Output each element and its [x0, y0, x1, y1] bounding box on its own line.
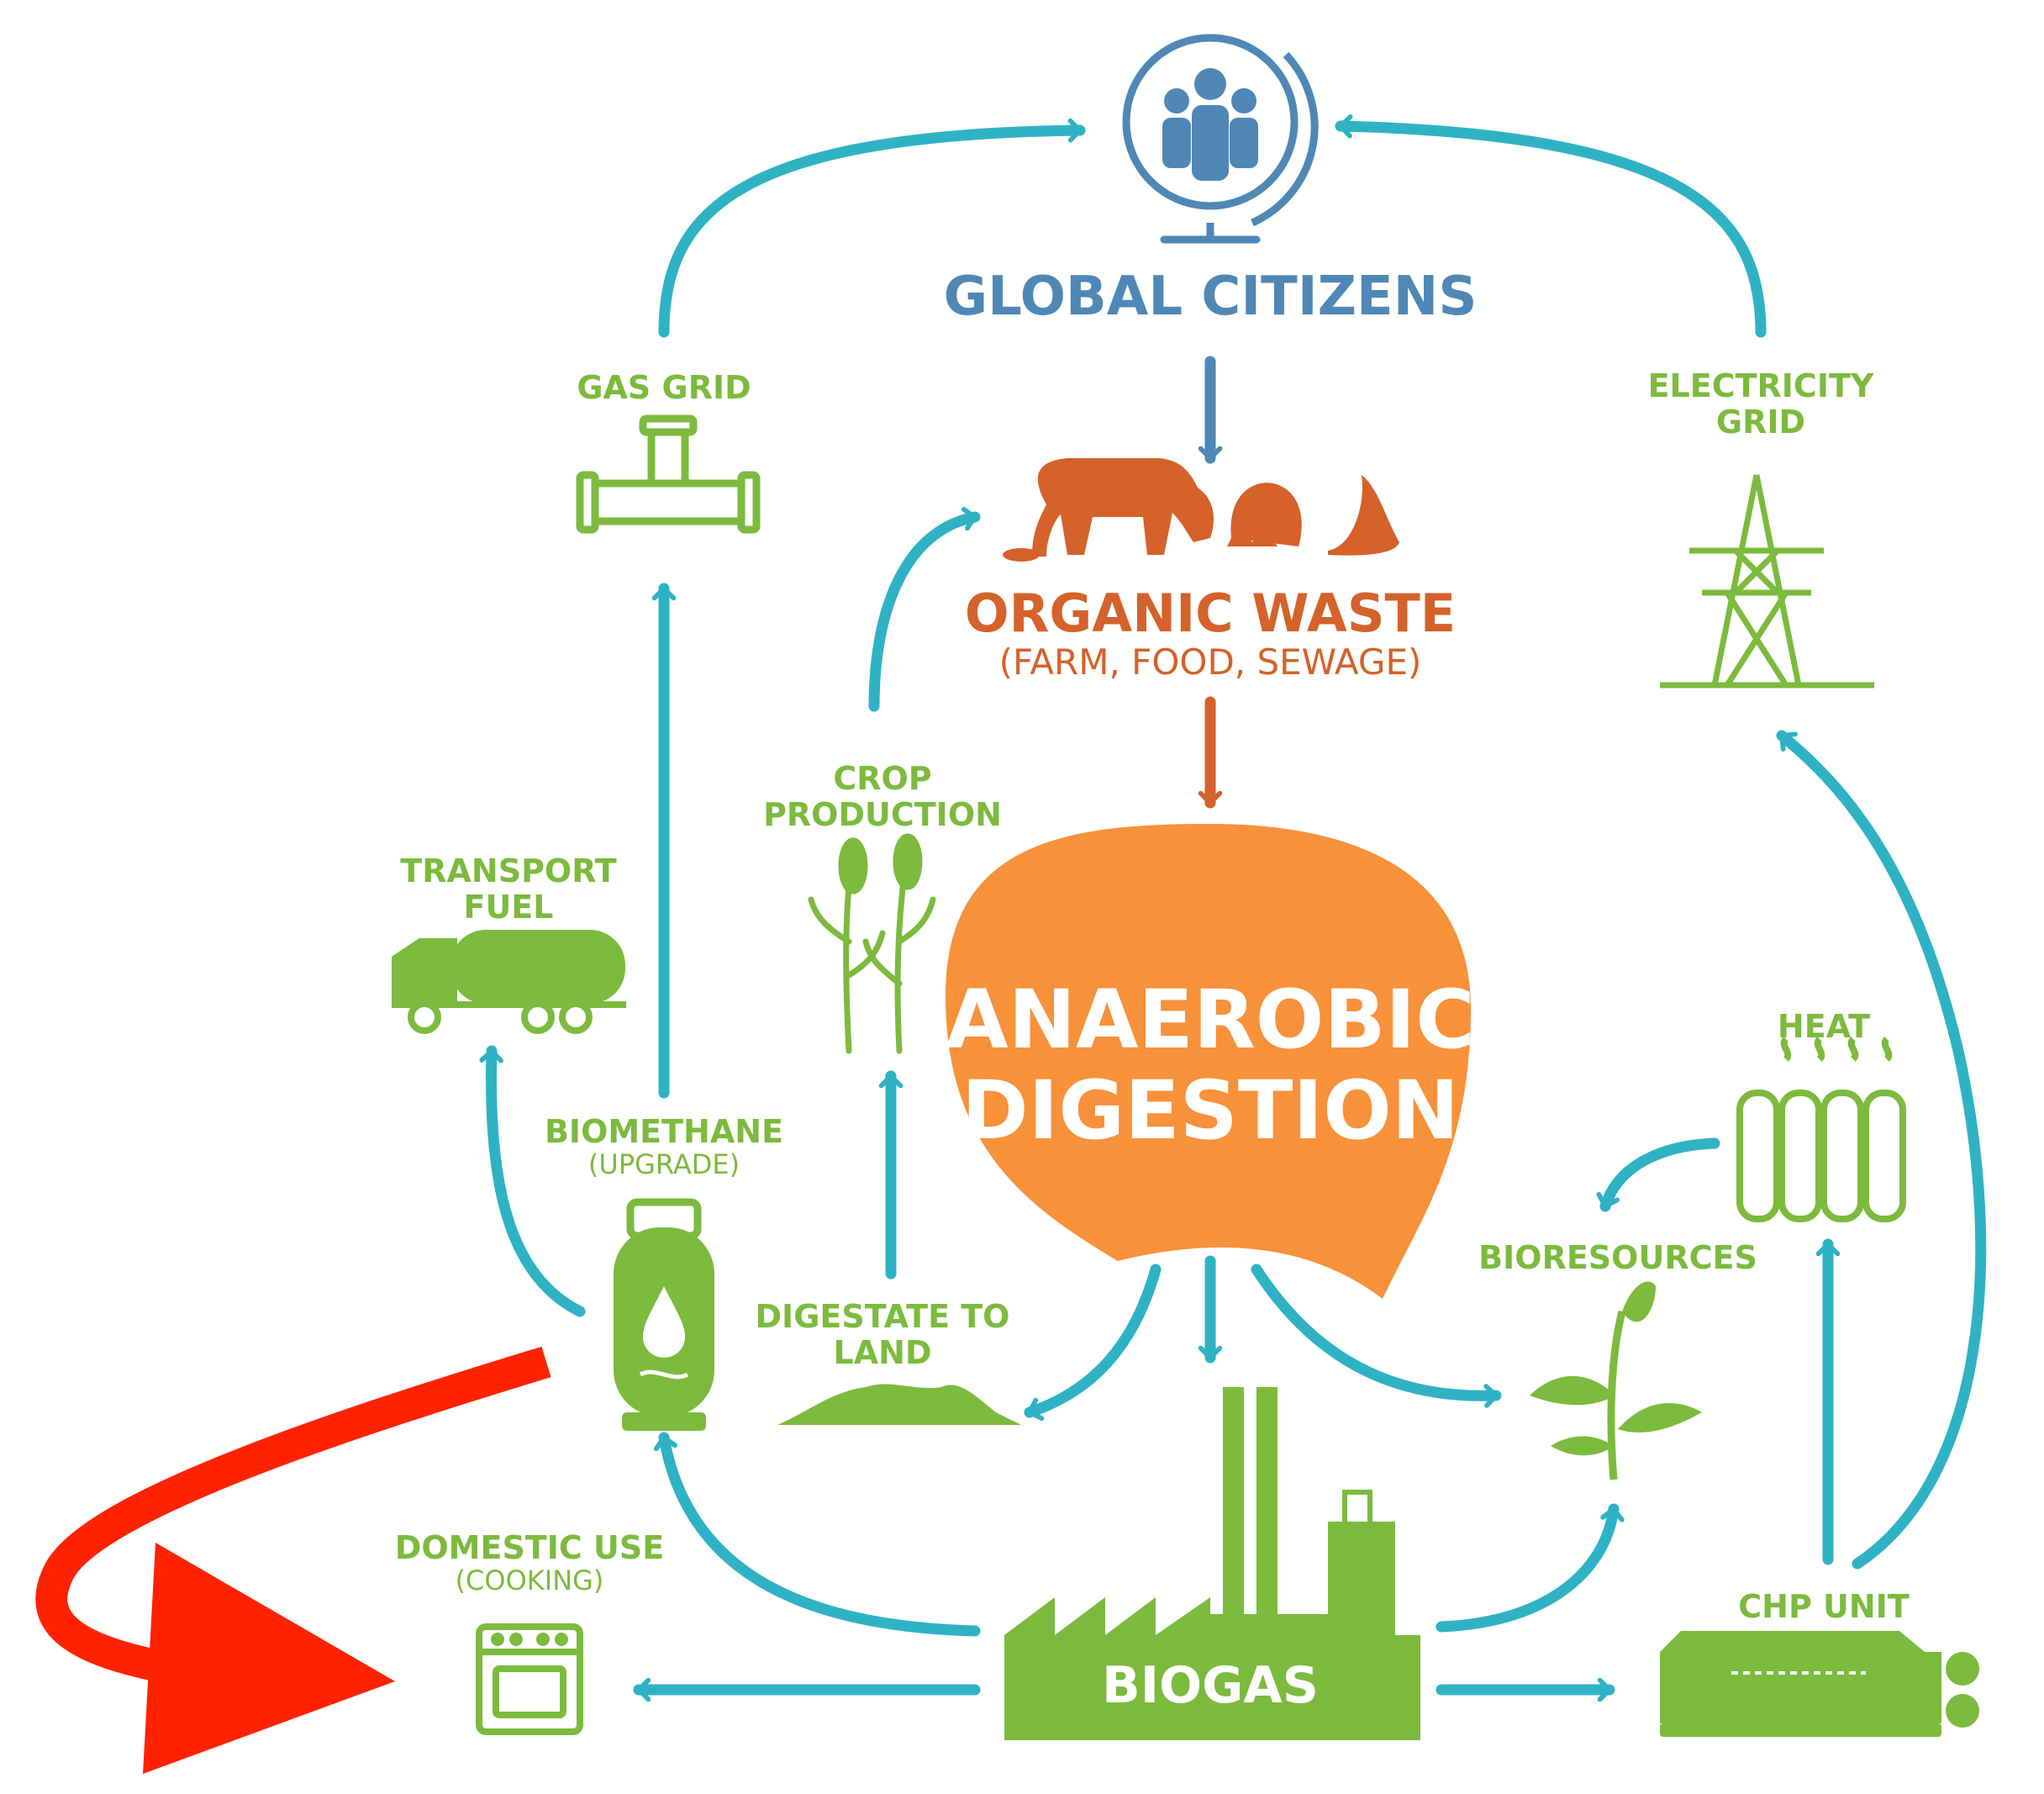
truck-icon: [392, 930, 626, 1034]
electricity-grid-label: ELECTRICITY GRID: [1648, 368, 1874, 440]
factory-icon: [1004, 1387, 1420, 1740]
arrow-electricity-to-citizens: [1335, 113, 1767, 338]
cow-icon: [1003, 458, 1214, 562]
transport-line2: FUEL: [463, 888, 554, 926]
domestic-subtitle: (COOKING): [455, 1564, 604, 1596]
arrow-biogas-to-bioresources: [1436, 1503, 1625, 1633]
biomethane-label: BIOMETHANE (UPGRADE): [545, 1114, 783, 1179]
plant-icon: [808, 833, 936, 1054]
arrow-chp-to-electricity: [1776, 730, 1987, 1570]
organic-waste-label: ORGANIC WASTE (FARM, FOOD, SEWAGE): [964, 583, 1457, 683]
generator-icon: [1660, 1631, 1979, 1737]
highlight-arrow: [35, 1346, 551, 1774]
electricity-line1: ELECTRICITY: [1647, 367, 1874, 404]
crop-line2: PRODUCTION: [763, 795, 1002, 833]
crop-line1: CROP: [833, 760, 932, 797]
soil-mound-icon: [777, 1384, 1021, 1425]
anaerobic-digestion-label: ANAEROBIC DIGESTION: [946, 973, 1475, 1158]
arrow-heat-to-bioresources: [1596, 1137, 1720, 1212]
eggshell-icon: [1227, 483, 1302, 546]
bioresources-label: BIORESOURCES: [1478, 1239, 1757, 1276]
organic-waste-title: ORGANIC WASTE: [964, 583, 1457, 644]
biomethane-subtitle: (UPGRADE): [587, 1148, 740, 1180]
arrow-biogas-to-biomethane: [653, 1432, 981, 1637]
domestic-use-label: DOMESTIC USE (COOKING): [395, 1530, 664, 1596]
arrow-gasgrid-to-citizens: [658, 118, 1086, 338]
anaerobic-digestion-blob: [946, 824, 1471, 1299]
electricity-line2: GRID: [1715, 403, 1806, 441]
digestate-label: DIGESTATE TO LAND: [756, 1299, 1010, 1370]
transport-line1: TRANSPORT: [400, 852, 617, 889]
gas-cylinder-icon: [614, 1198, 714, 1431]
arrow-crop-to-waste: [868, 507, 981, 712]
organic-waste-subtitle: (FARM, FOOD, SEWAGE): [998, 641, 1422, 683]
stove-icon: [476, 1623, 583, 1735]
pylon-icon: [1660, 474, 1874, 689]
pipe-icon: [576, 414, 761, 534]
heat-label: HEAT: [1777, 1008, 1871, 1045]
radiator-icon: [1736, 1037, 1906, 1222]
sprout-icon: [1530, 1281, 1702, 1480]
crop-production-label: CROP PRODUCTION: [763, 761, 1002, 832]
biomethane-title: BIOMETHANE: [544, 1113, 784, 1150]
domestic-title: DOMESTIC USE: [394, 1529, 665, 1566]
digestate-line1: DIGESTATE TO: [755, 1298, 1010, 1335]
arrow-biomethane-to-transport: [479, 1045, 586, 1317]
arrow-digestion-to-bioresources: [1251, 1264, 1502, 1408]
anaerobic-line1: ANAEROBIC: [946, 973, 1475, 1067]
banana-peel-icon: [1328, 475, 1399, 556]
transport-fuel-label: TRANSPORT FUEL: [400, 853, 616, 925]
gas-grid-label: GAS GRID: [577, 369, 751, 406]
digestate-line2: LAND: [833, 1333, 932, 1371]
globe-people-icon: [1122, 34, 1319, 244]
arrow-digestion-to-digestate: [1024, 1264, 1162, 1422]
chp-unit-label: CHP UNIT: [1738, 1588, 1910, 1625]
anaerobic-line2: DIGESTION: [961, 1063, 1460, 1158]
biogas-label: BIOGAS: [1102, 1656, 1319, 1715]
global-citizens-label: GLOBAL CITIZENS: [943, 266, 1478, 328]
